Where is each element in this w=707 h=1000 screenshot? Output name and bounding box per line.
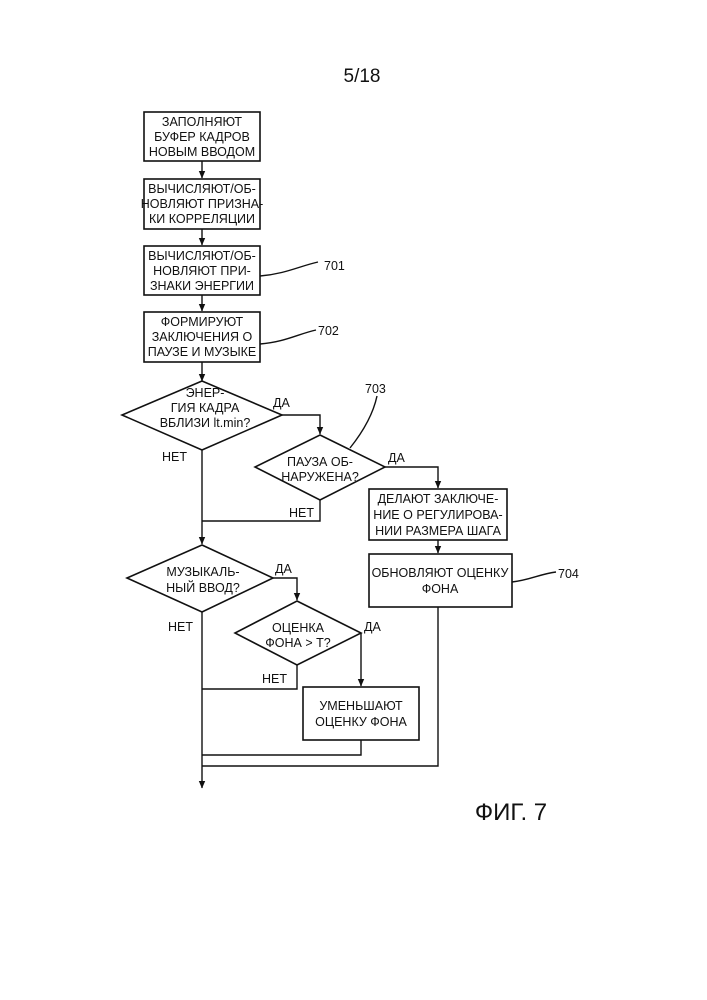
box-text: ОБНОВЛЯЮТ ОЦЕНКУ bbox=[372, 566, 509, 580]
box-text: НОВЛЯЮТ ПРИЗНА- bbox=[141, 197, 264, 211]
ref-numeral-703: 703 bbox=[365, 382, 386, 396]
decision-text: НАРУЖЕНА? bbox=[281, 470, 359, 484]
label-no-energy: НЕТ bbox=[162, 450, 187, 464]
decision-background-gt-threshold: ОЦЕНКА ФОНА > T? bbox=[235, 601, 361, 665]
leader-701 bbox=[260, 262, 318, 276]
process-box-update-background: ОБНОВЛЯЮТ ОЦЕНКУ ФОНА bbox=[369, 554, 512, 607]
decision-pause-detected: ПАУЗА ОБ- НАРУЖЕНА? bbox=[255, 435, 385, 500]
figure-label: ФИГ. 7 bbox=[475, 799, 547, 826]
box-text: ВЫЧИСЛЯЮТ/ОБ- bbox=[148, 249, 256, 263]
box-text: КИ КОРРЕЛЯЦИИ bbox=[149, 212, 255, 226]
process-box-fill-buffer: ЗАПОЛНЯЮТ БУФЕР КАДРОВ НОВЫМ ВВОДОМ bbox=[144, 112, 260, 161]
label-no-pause: НЕТ bbox=[289, 506, 314, 520]
process-box-correlation-features: ВЫЧИСЛЯЮТ/ОБ- НОВЛЯЮТ ПРИЗНА- КИ КОРРЕЛЯ… bbox=[141, 179, 264, 229]
box-text: УМЕНЬШАЮТ bbox=[319, 699, 403, 713]
label-yes-music: ДА bbox=[275, 562, 292, 576]
label-no-music: НЕТ bbox=[168, 620, 193, 634]
box-text: БУФЕР КАДРОВ bbox=[154, 130, 250, 144]
process-box-step-size: ДЕЛАЮТ ЗАКЛЮЧЕ- НИЕ О РЕГУЛИРОВА- НИИ РА… bbox=[369, 489, 507, 540]
box-text: НИИ РАЗМЕРА ШАГА bbox=[375, 524, 502, 538]
box-text: ФОНА bbox=[422, 582, 459, 596]
label-no-background: НЕТ bbox=[262, 672, 287, 686]
ref-numeral-702: 702 bbox=[318, 324, 339, 338]
box-text: ФОРМИРУЮТ bbox=[161, 315, 244, 329]
decision-text: ОЦЕНКА bbox=[272, 621, 325, 635]
box-text: ДЕЛАЮТ ЗАКЛЮЧЕ- bbox=[378, 492, 499, 506]
decision-music-input: МУЗЫКАЛЬ- НЫЙ ВВОД? bbox=[127, 545, 273, 612]
process-box-energy-features: ВЫЧИСЛЯЮТ/ОБ- НОВЛЯЮТ ПРИ- ЗНАКИ ЭНЕРГИИ bbox=[144, 246, 260, 295]
box-text: ВЫЧИСЛЯЮТ/ОБ- bbox=[148, 182, 256, 196]
box-text: НОВЫМ ВВОДОМ bbox=[149, 145, 255, 159]
ref-numeral-701: 701 bbox=[324, 259, 345, 273]
box-text: ПАУЗЕ И МУЗЫКЕ bbox=[148, 345, 257, 359]
line-decrease-to-merge bbox=[202, 740, 361, 755]
ref-numeral-704: 704 bbox=[558, 567, 579, 581]
leader-703 bbox=[350, 396, 377, 448]
decision-text: ФОНА > T? bbox=[265, 636, 330, 650]
decision-text: ВБЛИЗИ lt.min? bbox=[160, 416, 251, 430]
box-text: ОЦЕНКУ ФОНА bbox=[315, 715, 407, 729]
label-yes-energy: ДА bbox=[273, 396, 290, 410]
page-number: 5/18 bbox=[344, 66, 381, 87]
process-box-decrease-background: УМЕНЬШАЮТ ОЦЕНКУ ФОНА bbox=[303, 687, 419, 740]
label-yes-background: ДА bbox=[364, 620, 381, 634]
box-text: ЗНАКИ ЭНЕРГИИ bbox=[150, 279, 254, 293]
leader-704 bbox=[512, 572, 556, 582]
arrow-decision3-yes bbox=[273, 578, 297, 600]
box-text: НИЕ О РЕГУЛИРОВА- bbox=[373, 508, 502, 522]
decision-energy-near-min: ЭНЕР- ГИЯ КАДРА ВБЛИЗИ lt.min? bbox=[122, 381, 282, 450]
leader-702 bbox=[260, 330, 316, 344]
arrow-decision2-yes bbox=[385, 467, 438, 488]
decision-text: ЭНЕР- bbox=[186, 386, 225, 400]
box-text: ЗАПОЛНЯЮТ bbox=[162, 115, 242, 129]
arrow-decision1-yes bbox=[282, 415, 320, 434]
decision-text: ГИЯ КАДРА bbox=[171, 401, 240, 415]
box-text: ЗАКЛЮЧЕНИЯ О bbox=[152, 330, 253, 344]
decision-text: НЫЙ ВВОД? bbox=[166, 580, 240, 595]
box-text: НОВЛЯЮТ ПРИ- bbox=[153, 264, 251, 278]
decision-text: МУЗЫКАЛЬ- bbox=[166, 565, 239, 579]
label-yes-pause: ДА bbox=[388, 451, 405, 465]
decision-text: ПАУЗА ОБ- bbox=[287, 455, 353, 469]
process-box-pause-music: ФОРМИРУЮТ ЗАКЛЮЧЕНИЯ О ПАУЗЕ И МУЗЫКЕ bbox=[144, 312, 260, 362]
